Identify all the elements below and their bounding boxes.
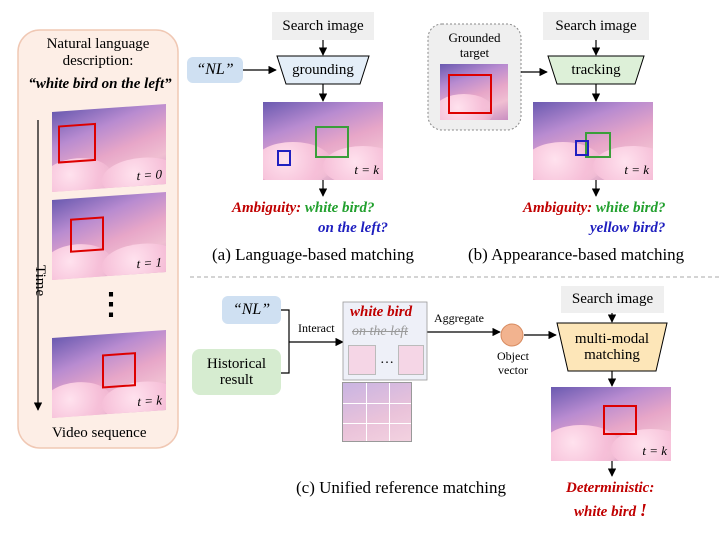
grounding-module-label: grounding	[292, 61, 354, 78]
search-frame-c: t = k	[551, 387, 671, 461]
frame-tag-1: t = 1	[136, 254, 162, 272]
text-token-2: on the left	[352, 324, 408, 339]
candidate-box-green	[585, 132, 611, 158]
candidate-box-blue	[575, 140, 589, 156]
object-vector-label: Object vector	[494, 349, 532, 378]
search-image-box-b: Search image	[543, 12, 649, 40]
ambiguity-option2-a: on the left?	[318, 220, 388, 236]
grounding-module-shape	[276, 55, 370, 85]
frames-ellipsis: ⋮	[96, 288, 126, 321]
module-line1: multi-modal	[574, 330, 650, 347]
aggregate-label: Aggregate	[434, 311, 484, 325]
historical-line2: result	[219, 372, 254, 388]
time-label: Time	[32, 265, 48, 297]
nl-box-a: “NL”	[187, 57, 243, 83]
frame-tag-c: t = k	[642, 443, 667, 458]
video-frame-0: t = 0	[52, 104, 166, 192]
video-frame-k: t = k	[52, 330, 166, 418]
tracking-module-shape	[547, 55, 645, 85]
result-text: white bird	[574, 504, 637, 520]
caption-b: (b) Appearance-based matching	[468, 245, 685, 264]
nl-title-line1: Natural language	[46, 36, 150, 52]
historical-line1: Historical	[206, 355, 267, 372]
connector-historical-interact	[281, 342, 290, 374]
grounded-target-label: Grounded target	[428, 30, 521, 61]
object-line2: vector	[498, 362, 528, 377]
frame-tag-k: t = k	[137, 392, 162, 410]
grounded-line2: target	[459, 44, 490, 60]
candidate-box-green	[315, 126, 349, 158]
grounded-target-image	[440, 64, 508, 120]
video-sequence-caption: Video sequence	[52, 425, 147, 441]
grounded-box-red	[448, 74, 492, 114]
result-line2: white bird !	[574, 500, 647, 521]
search-image-box-c: Search image	[561, 286, 664, 313]
interact-label: Interact	[298, 321, 335, 335]
grounded-line1: Grounded	[448, 30, 501, 45]
visual-token-grid-2	[398, 345, 424, 375]
video-frame-1: t = 1	[52, 192, 166, 280]
candidate-box-blue	[277, 150, 291, 166]
ambiguity-option2-b: yellow bird?	[590, 220, 666, 236]
token-dots: …	[380, 352, 394, 367]
nl-title-line2: description:	[62, 53, 134, 70]
text-token-1: white bird	[350, 304, 413, 320]
multimodal-matching-label: multi-modal matching	[557, 323, 667, 371]
target-box-red	[102, 352, 136, 389]
multimodal-matching-shape	[556, 322, 668, 372]
search-frame-b: t = k	[533, 102, 653, 180]
object-line1: Object	[497, 349, 529, 363]
caption-a: (a) Language-based matching	[212, 245, 415, 264]
search-frame-a: t = k	[263, 102, 383, 180]
result-line1: Deterministic:	[566, 480, 655, 496]
nl-description-title: Natural language description:	[32, 36, 164, 71]
result-box-red	[603, 405, 637, 435]
ambiguity-option1-a: white bird?	[304, 200, 375, 216]
historical-result-box: Historical result	[192, 349, 281, 395]
caption-c: (c) Unified reference matching	[296, 478, 507, 497]
frame-tag-a: t = k	[354, 162, 379, 177]
target-box-red	[58, 122, 96, 164]
ambiguity-line-a: Ambiguity: white bird?	[232, 200, 375, 217]
object-vector-dot	[500, 323, 524, 347]
module-line2: matching	[584, 347, 640, 363]
ambiguity-line-b: Ambiguity: white bird?	[523, 200, 666, 217]
visual-token-grid-1	[348, 345, 376, 375]
nl-query-text: “white bird on the left”	[28, 76, 172, 92]
target-box-red	[70, 216, 104, 253]
frame-tag-0: t = 0	[136, 166, 162, 184]
tracking-module-label: tracking	[571, 61, 621, 78]
ambiguity-prefix-b: Ambiguity:	[523, 200, 593, 216]
connector-nl-interact	[281, 309, 290, 342]
search-image-box-a: Search image	[272, 12, 374, 40]
ambiguity-option1-b: white bird?	[595, 200, 666, 216]
frame-tag-b: t = k	[624, 162, 649, 177]
result-mark: !	[639, 500, 647, 520]
ambiguity-prefix-a: Ambiguity:	[232, 200, 302, 216]
historical-patch-grid	[342, 382, 412, 442]
nl-box-c: “NL”	[222, 296, 281, 324]
